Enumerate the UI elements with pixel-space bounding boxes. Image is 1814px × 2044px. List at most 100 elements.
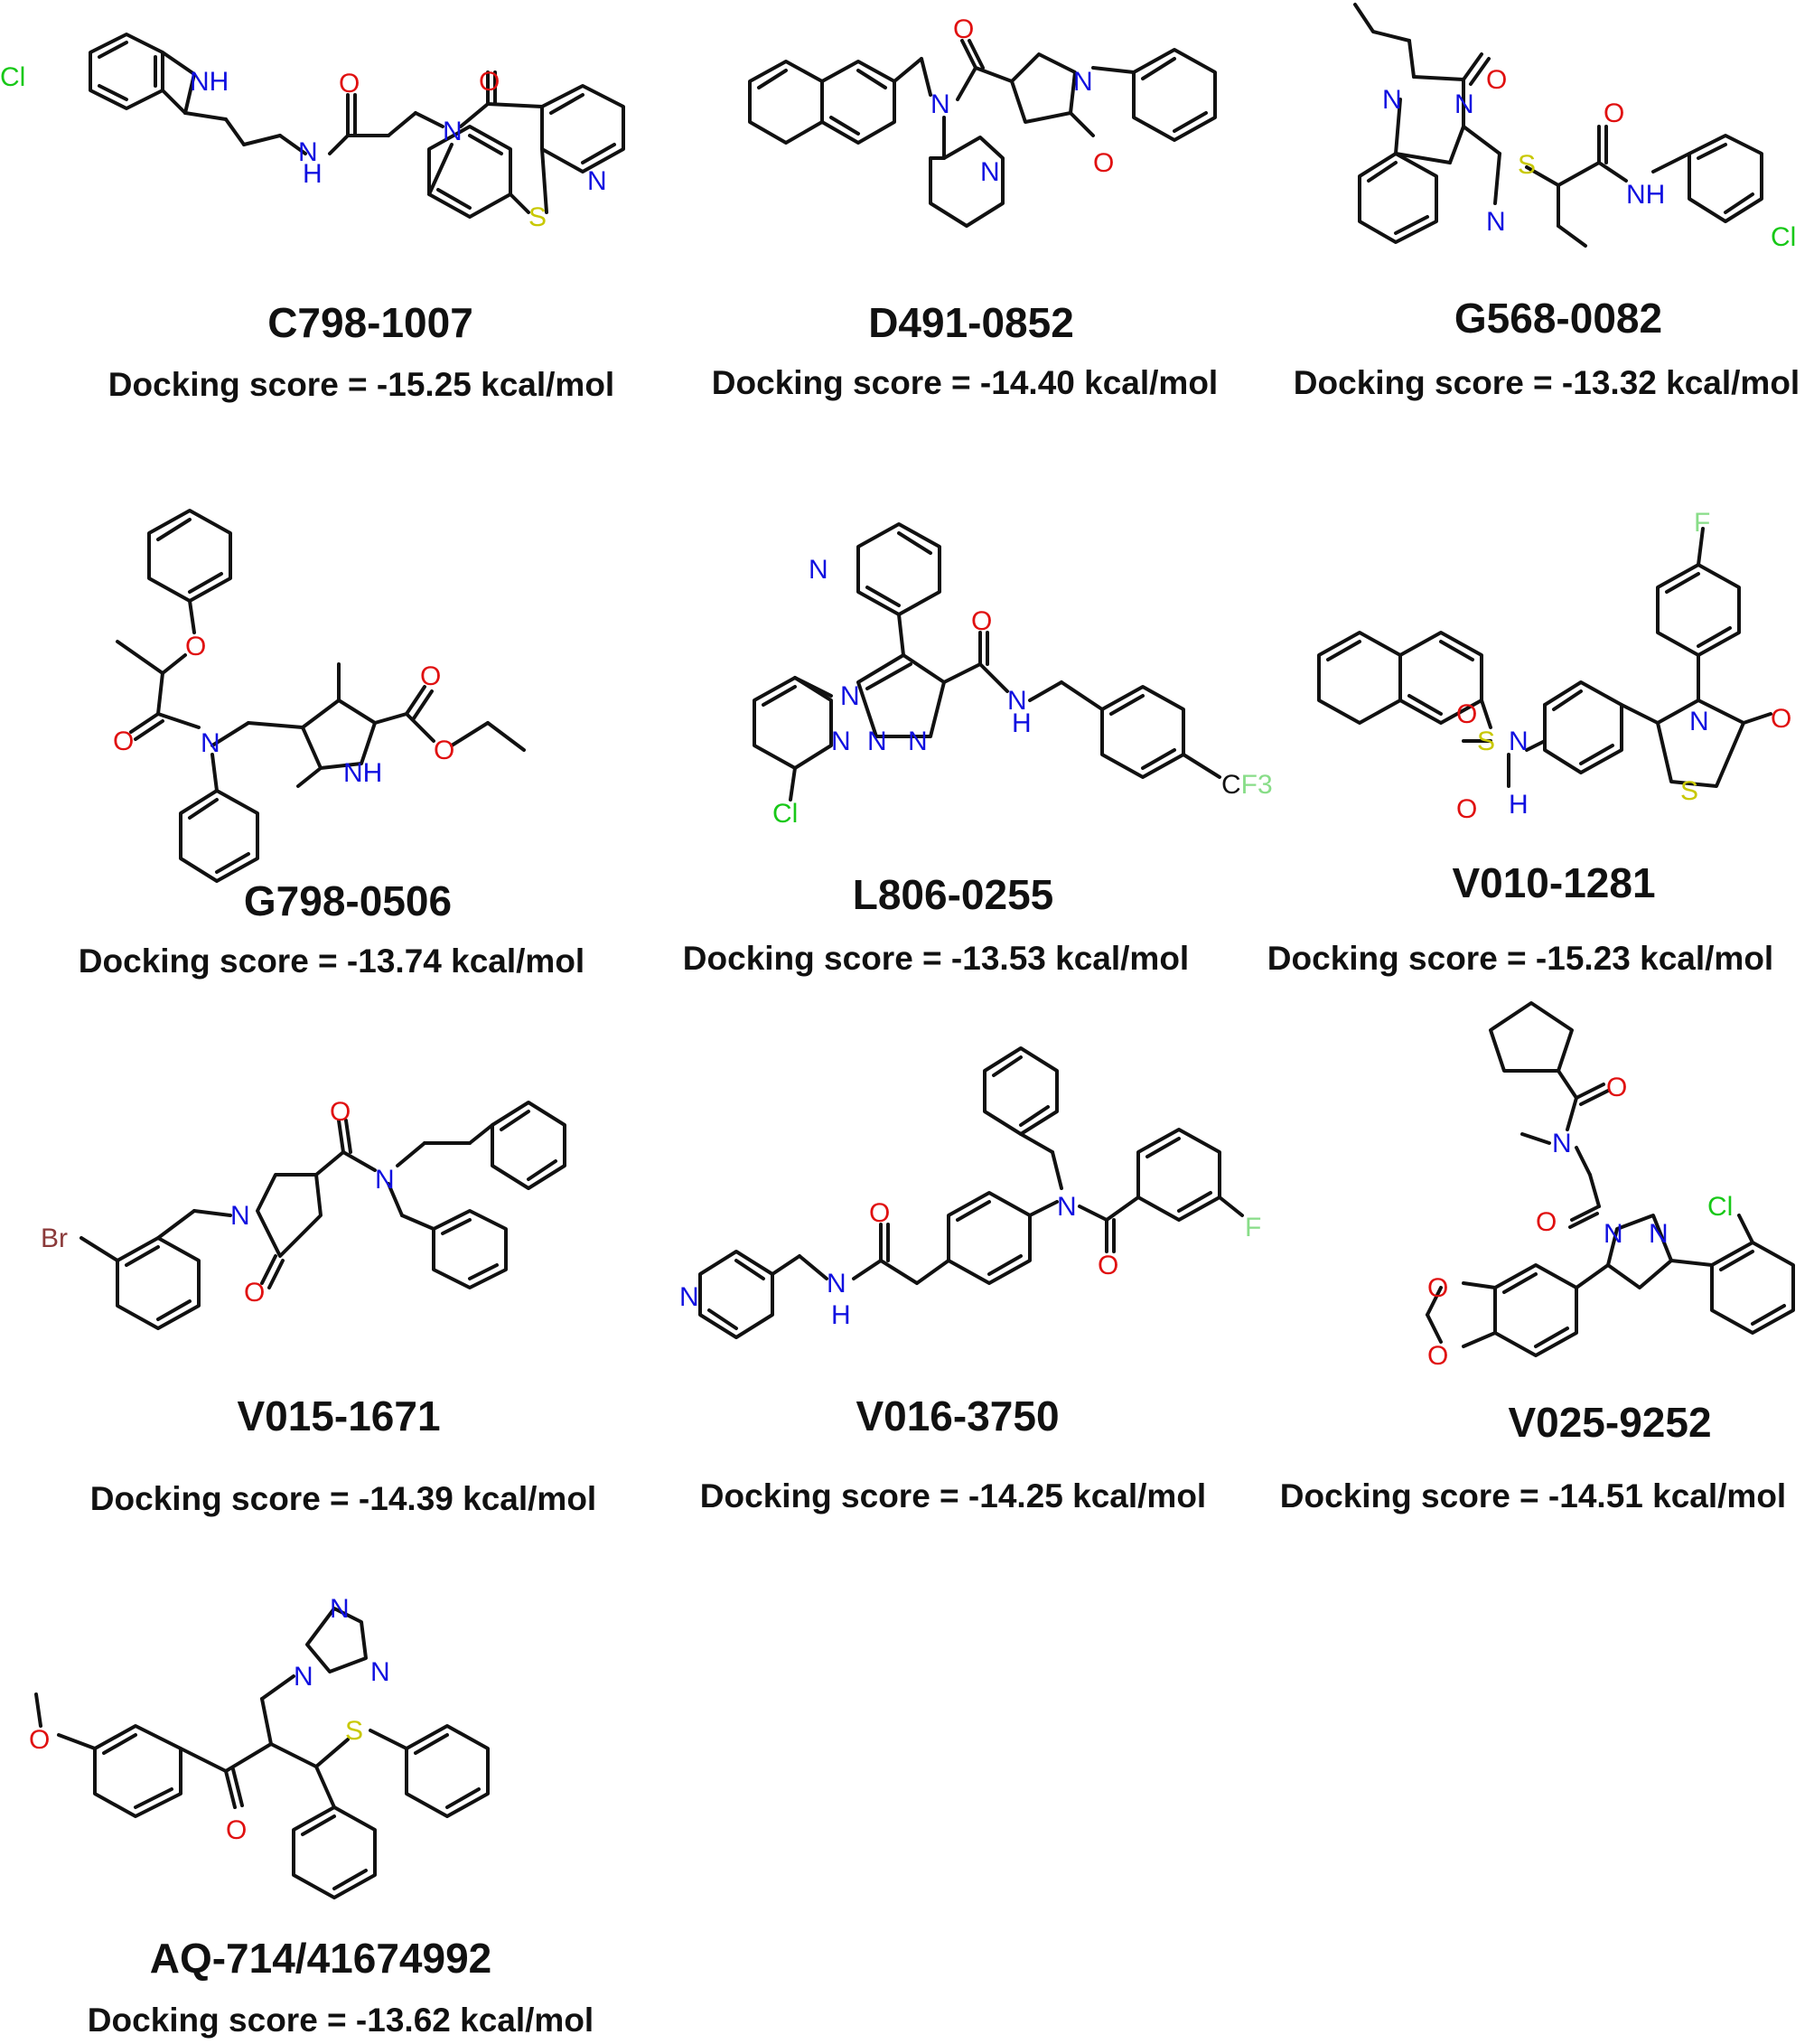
compound-code: L806-0255 (852, 871, 1054, 918)
oxygen-label: O (244, 1278, 265, 1308)
nitrogen-label: N (298, 137, 318, 167)
oxygen-label: O (420, 661, 441, 691)
sulfur-label: S (528, 202, 547, 232)
oxygen-label: O (1456, 699, 1477, 729)
oxygen-label: O (1098, 1251, 1118, 1280)
h-label: H (831, 1300, 851, 1330)
nitrogen-label: N (330, 1594, 350, 1624)
compound-code: V010-1281 (1452, 859, 1656, 906)
nh-label: NH (190, 67, 229, 97)
nitrogen-label: N (1509, 727, 1529, 756)
sulfur-label: S (1680, 776, 1698, 806)
compound-code: V016-3750 (856, 1392, 1060, 1439)
structure-v025-9252 (1426, 1001, 1795, 1357)
nitrogen-label: N (831, 727, 851, 756)
oxygen-label: O (113, 727, 134, 756)
nitrogen-label: N (679, 1282, 699, 1312)
nitrogen-label: N (370, 1657, 390, 1687)
structure-v015-1671 (79, 1101, 566, 1330)
nitrogen-label: N (1649, 1219, 1669, 1249)
cf3-label: CF3 (1221, 770, 1273, 800)
compound-code: V025-9252 (1508, 1399, 1712, 1446)
compound-code: G798-0506 (243, 877, 453, 924)
nitrogen-label: N (587, 166, 607, 196)
nitrogen-label: N (1454, 89, 1474, 119)
docking-score: Docking score = -14.40 kcal/mol (711, 364, 1219, 401)
oxygen-label: O (330, 1097, 351, 1127)
nitrogen-label: N (1486, 207, 1506, 237)
chlorine-label: Cl (1707, 1192, 1733, 1222)
nitrogen-label: N (1689, 707, 1709, 736)
sulfur-label: S (345, 1716, 363, 1746)
oxygen-label: O (1427, 1341, 1448, 1371)
nitrogen-label: N (840, 681, 860, 711)
oxygen-label: O (1427, 1273, 1448, 1303)
nitrogen-label: N (375, 1165, 395, 1195)
nitrogen-label: N (1604, 1219, 1623, 1249)
oxygen-label: O (185, 632, 206, 661)
compound-code: C798-1007 (267, 299, 473, 346)
docking-score: Docking score = -13.74 kcal/mol (78, 942, 585, 980)
nitrogen-label: N (827, 1269, 846, 1299)
oxygen-label: O (1606, 1073, 1627, 1102)
nh-label: NH (343, 758, 382, 788)
structure-g798-0506 (116, 509, 526, 883)
nitrogen-label: N (867, 727, 887, 756)
oxygen-label: O (339, 69, 360, 98)
chlorine-label: Cl (772, 799, 798, 829)
compound-code: AQ-714/41674992 (149, 1935, 492, 1982)
structure-d491-0852 (748, 39, 1217, 228)
nitrogen-label: N (908, 727, 928, 756)
compound-code: G568-0082 (1454, 295, 1663, 342)
structure-g568-0082 (1353, 3, 1763, 248)
oxygen-label: O (869, 1198, 890, 1228)
nitrogen-label: N (930, 89, 950, 119)
chlorine-label: Cl (1771, 222, 1796, 252)
docking-score: Docking score = -13.62 kcal/mol (87, 2002, 594, 2039)
h-label: H (303, 159, 323, 189)
atom-labels: Cl NH N H O O N N S O N N O N O N N N S … (0, 14, 1796, 1845)
oxygen-label: O (479, 67, 500, 97)
oxygen-label: O (1771, 704, 1791, 734)
docking-score: Docking score = -15.25 kcal/mol (108, 366, 615, 403)
oxygen-label: O (226, 1815, 247, 1845)
oxygen-label: O (29, 1725, 50, 1755)
docking-score: Docking score = -15.23 kcal/mol (1267, 940, 1774, 977)
nitrogen-label: N (1382, 85, 1402, 115)
docking-score: Docking score = -13.53 kcal/mol (682, 940, 1190, 977)
docking-score: Docking score = -14.39 kcal/mol (89, 1480, 597, 1517)
oxygen-label: O (971, 606, 992, 636)
docking-score: Docking score = -13.32 kcal/mol (1293, 364, 1800, 401)
chlorine-label: Cl (0, 62, 25, 92)
fluorine-label: F (1694, 508, 1710, 538)
sulfur-label: S (1477, 727, 1495, 756)
nitrogen-label: N (201, 728, 220, 758)
docking-score: Docking score = -14.25 kcal/mol (699, 1477, 1207, 1514)
compound-code: D491-0852 (868, 299, 1074, 346)
bromine-label: Br (41, 1224, 68, 1253)
nitrogen-label: N (1552, 1129, 1572, 1158)
oxygen-label: O (953, 14, 974, 44)
oxygen-label: O (1456, 794, 1477, 824)
oxygen-label: O (1536, 1207, 1557, 1237)
compound-code: V015-1671 (237, 1392, 441, 1439)
structure-l806-0255 (753, 522, 1221, 802)
h-label: H (1012, 708, 1032, 738)
oxygen-label: O (1093, 148, 1114, 178)
sulfur-label: S (1518, 150, 1536, 180)
structure-v010-1281 (1317, 527, 1772, 788)
docking-score: Docking score = -14.51 kcal/mol (1279, 1477, 1787, 1514)
fluorine-label: F (1245, 1213, 1261, 1242)
nh-label: NH (1626, 180, 1665, 210)
h-label: H (1509, 790, 1529, 820)
nitrogen-label: N (980, 157, 1000, 187)
nitrogen-label: N (1007, 686, 1027, 716)
structure-aq-714-41674992 (34, 1607, 490, 1899)
nitrogen-label: N (443, 117, 463, 146)
nitrogen-label: N (294, 1662, 313, 1692)
structure-c798-1007 (89, 33, 625, 219)
nitrogen-label: N (1057, 1192, 1077, 1222)
nitrogen-label: N (1073, 67, 1093, 97)
oxygen-label: O (1604, 98, 1624, 128)
